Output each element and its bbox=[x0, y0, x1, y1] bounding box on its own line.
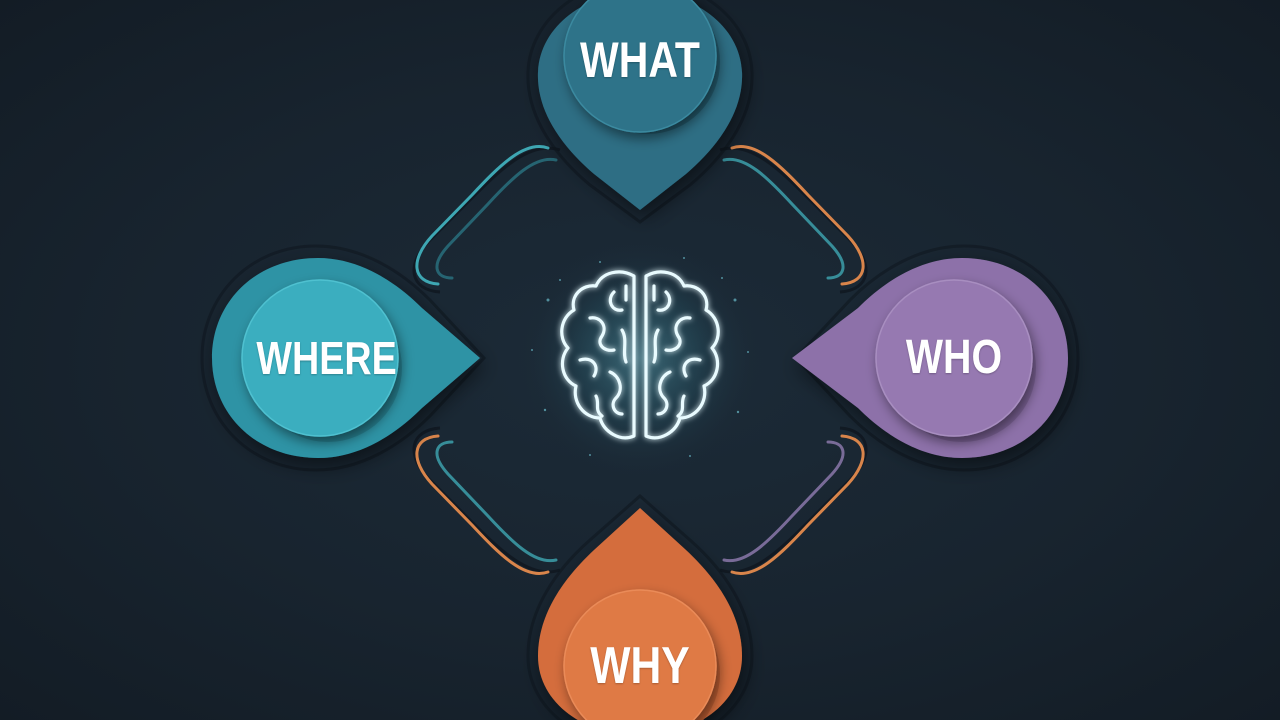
node-where bbox=[200, 244, 487, 472]
node-why-ring bbox=[526, 494, 754, 720]
brain-glow bbox=[520, 238, 760, 478]
connector-outline-what-who bbox=[719, 146, 868, 294]
connector-outline-who-why bbox=[719, 426, 868, 574]
node-what-badge bbox=[563, 0, 717, 133]
connector-where-why-inner bbox=[435, 440, 558, 563]
node-where-badge bbox=[241, 279, 399, 437]
connector-outlines bbox=[412, 146, 868, 574]
connector-outline-where-why bbox=[412, 426, 561, 574]
glow-dots bbox=[531, 257, 749, 457]
node-why-badge bbox=[563, 589, 717, 720]
connector-what-where-inner bbox=[435, 157, 558, 280]
connector-where-why bbox=[415, 434, 550, 575]
node-what-ring bbox=[526, 0, 754, 224]
brain-icon bbox=[560, 270, 720, 440]
connector-what-where bbox=[415, 145, 550, 286]
connector-what-who-inner bbox=[722, 157, 845, 280]
node-where-ring bbox=[200, 244, 487, 472]
connectors bbox=[415, 145, 865, 575]
connector-what-who bbox=[730, 145, 865, 286]
node-who-badge bbox=[875, 279, 1033, 437]
connector-who-why-inner bbox=[722, 440, 845, 563]
connector-outline-what-where bbox=[412, 146, 561, 294]
node-who bbox=[792, 244, 1080, 472]
connector-who-why bbox=[730, 434, 865, 575]
node-why bbox=[526, 494, 754, 720]
node-what bbox=[526, 0, 754, 224]
